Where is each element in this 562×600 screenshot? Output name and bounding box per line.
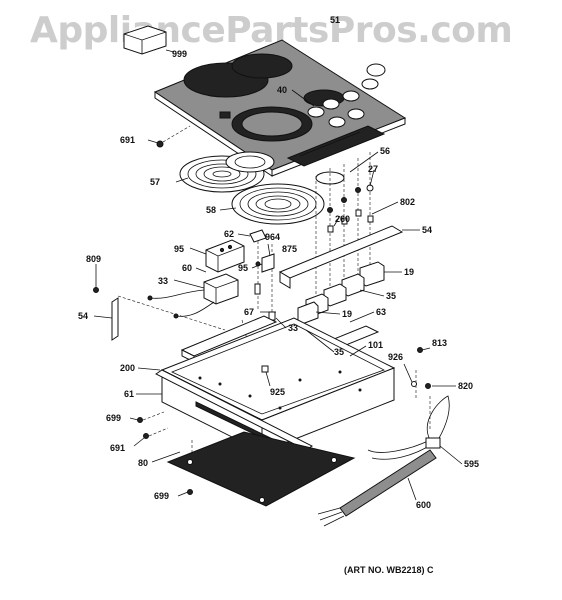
callout-260: 260: [335, 214, 350, 224]
callout-54-left: 54: [78, 311, 88, 321]
part-691-screw-lower: [143, 427, 169, 439]
callout-809: 809: [86, 254, 101, 264]
callout-600: 600: [416, 500, 431, 510]
part-999-box: [123, 25, 167, 55]
callout-699-upper: 699: [106, 413, 121, 423]
callout-80: 80: [138, 458, 148, 468]
callout-35-right: 35: [386, 291, 396, 301]
callout-54-upper: 54: [422, 225, 432, 235]
callout-57: 57: [150, 177, 160, 187]
callout-691-upper: 691: [120, 135, 135, 145]
callout-200: 200: [120, 363, 135, 373]
callout-925: 925: [270, 387, 285, 397]
part-19-switch-lower: [297, 293, 329, 325]
callout-61: 61: [124, 389, 134, 399]
callout-820: 820: [458, 381, 473, 391]
callout-699-lower: 699: [154, 491, 169, 501]
callout-813: 813: [432, 338, 447, 348]
part-62-clip: [249, 229, 267, 243]
callout-33-left: 33: [158, 276, 168, 286]
callout-926: 926: [388, 352, 403, 362]
callout-19-right: 19: [404, 267, 414, 277]
part-40-knobs: [307, 63, 386, 128]
callout-labels: 51 999 40 691 57 56 27 58 802 260 62 964…: [78, 15, 479, 510]
part-809-screw: [93, 287, 99, 293]
part-60-control-switch: [147, 273, 239, 319]
part-600-conduit: [317, 449, 437, 527]
part-820-screw: [425, 383, 431, 389]
small-fasteners: [254, 184, 374, 321]
part-691-screw-upper: [156, 125, 191, 148]
callout-67: 67: [244, 307, 254, 317]
art-number: (ART NO. WB2218) C: [344, 565, 434, 575]
callout-40: 40: [277, 85, 287, 95]
callout-35-lower: 35: [334, 347, 344, 357]
callout-875: 875: [282, 244, 297, 254]
callout-56: 56: [380, 146, 390, 156]
callout-595: 595: [464, 459, 479, 469]
part-57-burner-element: [179, 151, 275, 193]
callout-58: 58: [206, 205, 216, 215]
part-699-screw-lower: [187, 489, 193, 495]
callout-62: 62: [224, 229, 234, 239]
part-80-bottom-plate: [166, 431, 356, 507]
callout-964: 964: [265, 232, 280, 242]
part-54-bracket-left: [111, 297, 119, 341]
callout-33-right: 33: [288, 323, 298, 333]
callout-999: 999: [172, 49, 187, 59]
part-51-cooktop-glass: [153, 39, 407, 177]
callout-95-left: 95: [174, 244, 184, 254]
leader-lines: [93, 49, 463, 501]
callout-802: 802: [400, 197, 415, 207]
part-95-switch-block: [205, 239, 245, 273]
part-19-switch-right: [323, 261, 385, 307]
part-595-wire-harness: [367, 395, 450, 460]
callout-691-lower: 691: [110, 443, 125, 453]
part-813-terminal-screw: [411, 347, 423, 387]
callout-27: 27: [368, 164, 378, 174]
part-54-bracket-upper: [278, 225, 404, 289]
callout-63: 63: [376, 307, 386, 317]
callout-101: 101: [368, 340, 383, 350]
callout-51: 51: [330, 15, 340, 25]
part-699-screw-upper: [137, 411, 165, 423]
callout-95-right: 95: [238, 263, 248, 273]
part-925-clip: [261, 365, 269, 373]
callout-60: 60: [182, 263, 192, 273]
callout-19-lower: 19: [342, 309, 352, 319]
